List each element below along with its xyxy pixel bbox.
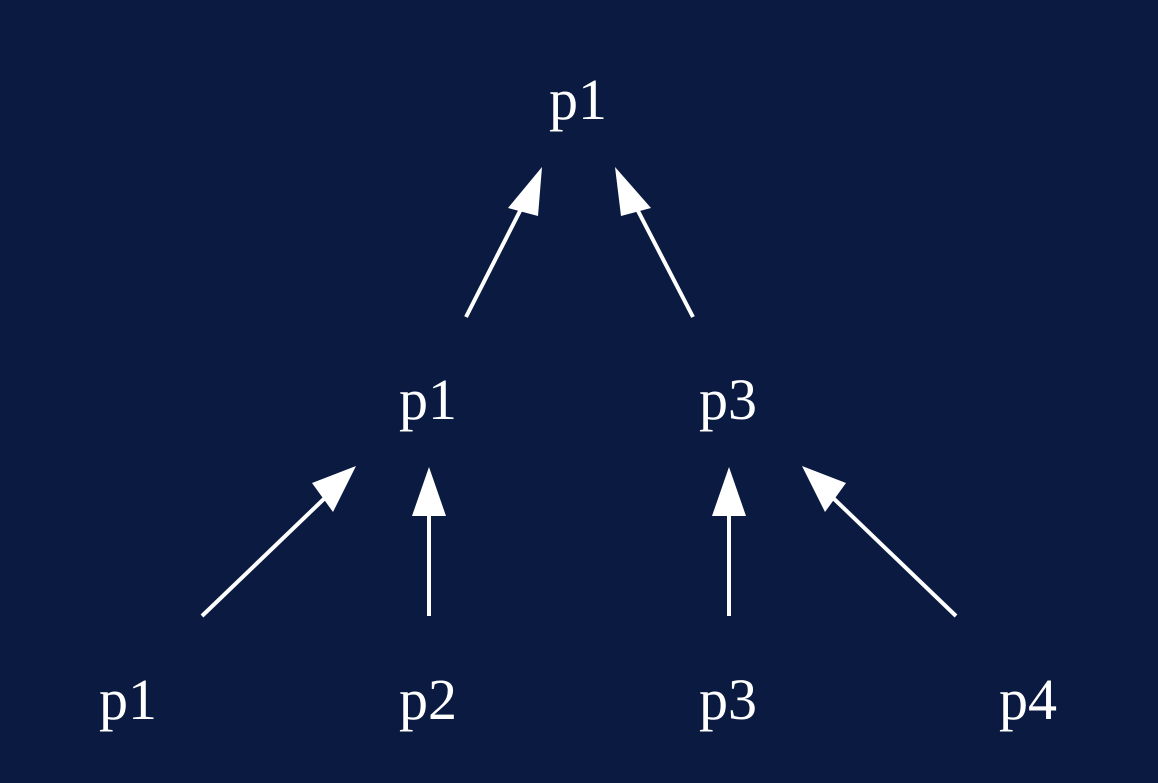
edge-leaf-4-to-mid-right: [802, 466, 958, 618]
edge-mid-right-to-root: [615, 167, 695, 318]
node-leaf-4: p4: [999, 667, 1057, 732]
node-mid-right: p3: [699, 367, 757, 432]
edge-leaf-3-to-mid-right: [712, 467, 746, 616]
node-leaf-1: p1: [99, 667, 157, 732]
node-leaf-3: p3: [699, 667, 757, 732]
node-mid-left: p1: [399, 367, 457, 432]
node-root: p1: [549, 67, 607, 132]
node-leaf-2: p2: [399, 667, 457, 732]
edge-mid-left-to-root: [464, 167, 542, 318]
edge-leaf-1-to-mid-left: [200, 466, 356, 618]
edge-leaf-2-to-mid-left: [412, 467, 446, 616]
